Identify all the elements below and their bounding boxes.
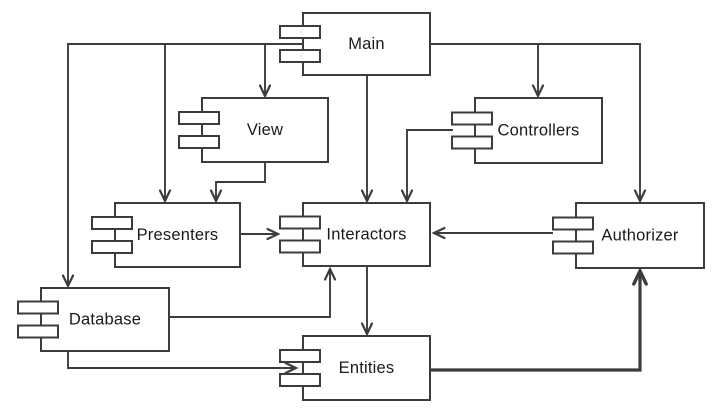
component-main: Main [279, 12, 431, 76]
uml-component-icon [552, 216, 594, 231]
arrowhead-icon [284, 361, 299, 375]
arrowhead-icon [360, 322, 374, 337]
component-label: Controllers [498, 122, 580, 140]
connector-line [169, 269, 331, 318]
connector-interactors-to-entities [360, 266, 374, 337]
component-box [302, 12, 431, 76]
component-view: View [178, 97, 329, 163]
uml-component-icon [279, 49, 321, 63]
uml-component-icon [17, 300, 59, 315]
component-label: Main [348, 35, 385, 53]
component-box [302, 335, 431, 401]
uml-component-icon [91, 216, 133, 230]
arrowhead-icon [266, 227, 281, 241]
uml-component-icon [91, 240, 133, 254]
component-box [114, 202, 241, 268]
connector-presenters-to-interactors [240, 227, 281, 241]
uml-component-icon [279, 215, 321, 230]
connector-line [430, 271, 642, 372]
component-interactors: Interactors [279, 202, 431, 267]
component-label: Entities [339, 359, 395, 377]
connector-authorizer-to-interactors [431, 226, 553, 240]
connector-line [67, 43, 303, 286]
component-controllers: Controllers [451, 97, 603, 164]
connector-line [406, 129, 453, 201]
connector-main-to-database [61, 43, 303, 289]
uml-component-icon [451, 135, 493, 150]
component-box [302, 202, 431, 267]
component-presenters: Presenters [91, 202, 241, 268]
component-label: Authorizer [601, 227, 679, 245]
arrowhead-icon [360, 189, 374, 204]
arrowhead-icon [431, 226, 446, 240]
component-box [201, 97, 329, 163]
uml-component-icon [279, 239, 321, 254]
connector-main-to-interactors [360, 75, 374, 204]
uml-component-icon [279, 349, 321, 363]
arrowhead-icon [209, 189, 223, 204]
arrowhead-icon [258, 84, 272, 99]
component-authorizer: Authorizer [552, 202, 705, 269]
uml-component-icon [279, 373, 321, 387]
connector-entities-to-authorizer [430, 267, 648, 372]
component-box [474, 97, 603, 164]
component-database: Database [17, 287, 170, 352]
component-label: Presenters [137, 226, 219, 244]
connector-view-to-presenters [209, 162, 266, 204]
uml-component-icon [178, 111, 220, 125]
connector-line [430, 43, 641, 201]
arrowhead-icon [323, 266, 337, 281]
component-entities: Entities [279, 335, 431, 401]
component-box [40, 287, 170, 352]
connector-line [67, 351, 296, 369]
arrowhead-icon [400, 189, 414, 204]
connector-main-to-authorizer [430, 43, 647, 204]
connector-controllers-to-interactors [400, 129, 453, 204]
connector-line [215, 162, 266, 201]
arrowhead-icon [632, 267, 648, 286]
connector-database-to-interactors [169, 266, 337, 318]
arrowhead-icon [158, 189, 172, 204]
uml-component-icon [178, 135, 220, 149]
arrowhead-icon [531, 84, 545, 99]
arrowhead-icon [633, 189, 647, 204]
uml-component-icon [17, 324, 59, 339]
component-label: Interactors [326, 226, 406, 244]
component-box [575, 202, 705, 269]
component-label: Database [69, 311, 141, 329]
connector-database-to-entities [67, 351, 299, 375]
component-label: View [247, 121, 283, 139]
uml-component-icon [279, 25, 321, 39]
uml-component-icon [451, 111, 493, 126]
uml-component-icon [552, 240, 594, 255]
arrowhead-icon [61, 274, 75, 289]
